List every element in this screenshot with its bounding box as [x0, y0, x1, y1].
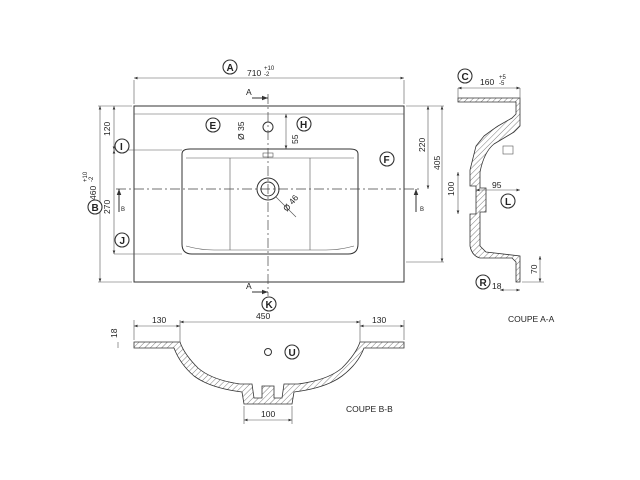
section-a-bottom-label: A [246, 281, 252, 291]
svg-text:H: H [300, 120, 307, 131]
side18-value: 18 [492, 281, 502, 291]
callout-e: E [205, 117, 221, 133]
side160-value: 160 [480, 77, 494, 87]
svg-text:I: I [120, 142, 123, 153]
side70-value: 70 [529, 264, 539, 274]
side-profile [457, 97, 521, 283]
caption-coupe-aa: COUPE A-A [508, 314, 555, 324]
svg-text:J: J [120, 236, 126, 247]
section-a-top-label: A [246, 87, 252, 97]
bottom18-value: 18 [109, 328, 119, 338]
d220-value: 220 [417, 138, 427, 152]
callout-i: I [114, 138, 130, 154]
bottom100-value: 100 [261, 409, 275, 419]
callout-l: L [500, 193, 516, 209]
svg-text:K: K [266, 300, 274, 311]
bottom450-value: 450 [256, 311, 270, 321]
callouts: A E H I F B J K C L R U [87, 59, 516, 360]
side160-tol-minus: -5 [499, 81, 505, 87]
d46-value: Ø 46 [281, 193, 301, 214]
width-tol-plus: +10 [264, 66, 275, 72]
caption-coupe-bb: COUPE B-B [346, 404, 393, 414]
section-a-a: 160 +5 -5 100 95 70 18 COUPE A-A [446, 75, 555, 324]
depth-value: 460 [88, 186, 98, 200]
d55-value: 55 [290, 134, 300, 144]
callout-u: U [284, 344, 300, 360]
svg-text:B: B [92, 203, 99, 214]
width-tol-minus: -2 [264, 72, 270, 78]
width-value: 710 [247, 68, 261, 78]
svg-text:F: F [384, 155, 390, 166]
svg-text:R: R [480, 278, 488, 289]
svg-text:C: C [462, 72, 469, 83]
bottom130-left-value: 130 [152, 315, 166, 325]
side100-value: 100 [446, 182, 456, 196]
d270-value: 270 [102, 200, 112, 214]
d405-value: 405 [432, 156, 442, 170]
front-tap-hole [264, 348, 272, 356]
callout-a: A [222, 59, 238, 75]
front-profile [133, 341, 405, 405]
svg-text:A: A [227, 63, 234, 74]
basin-outline [133, 105, 405, 283]
bowl-inner-bottom [185, 245, 355, 251]
side95-value: 95 [492, 180, 502, 190]
svg-text:L: L [505, 197, 511, 208]
callout-j: J [114, 232, 130, 248]
side-overflow [502, 145, 514, 155]
d35-value: Ø 35 [236, 121, 246, 140]
svg-text:U: U [289, 348, 296, 359]
side160-tol-plus: +5 [499, 75, 507, 81]
bowl-outline [181, 148, 359, 255]
section-b-left-label: B [121, 207, 125, 213]
svg-text:E: E [210, 121, 217, 132]
section-b-b: 130 450 130 18 100 COUPE B-B [109, 311, 405, 424]
bottom130-right-value: 130 [372, 315, 386, 325]
callout-k: K [261, 296, 277, 312]
callout-f: F [379, 151, 395, 167]
callout-r: R [475, 274, 491, 290]
top-view: A A B B 710 +10 -2 460 +10 -2 120 270 40… [83, 66, 444, 296]
callout-c: C [457, 68, 473, 84]
callout-b: B [87, 199, 103, 215]
d120-value: 120 [102, 122, 112, 136]
depth-tol-minus: -2 [89, 176, 95, 182]
section-b-right-label: B [420, 207, 424, 213]
d46-leader [275, 196, 297, 218]
depth-tol-plus: +10 [83, 171, 89, 182]
callout-h: H [296, 116, 312, 132]
